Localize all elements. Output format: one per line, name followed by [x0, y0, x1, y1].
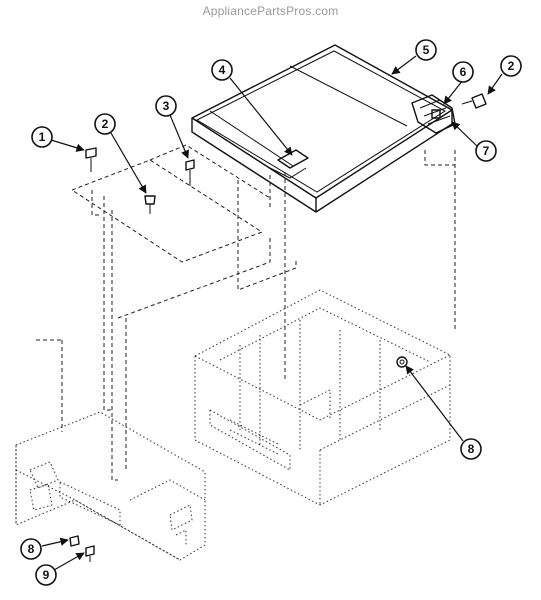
callout-label: 5: [423, 43, 430, 57]
control-plate: [70, 144, 271, 263]
callout-label: 2: [508, 59, 515, 73]
fastener-1: [85, 147, 97, 172]
callout-label: 7: [483, 144, 490, 158]
callout-6: 6: [452, 61, 474, 83]
callout-2-right: 2: [500, 55, 522, 77]
screw-right: [461, 93, 487, 109]
callout-label: 3: [163, 99, 170, 113]
callout-1: 1: [31, 126, 53, 148]
callout-label: 6: [460, 65, 467, 79]
fastener-3: [185, 159, 195, 186]
callout-5: 5: [415, 39, 437, 61]
screw-bottom: [85, 545, 95, 562]
callout-label: 1: [39, 130, 46, 144]
callout-label: 8: [468, 442, 475, 456]
front-panel: [15, 411, 206, 561]
callout-label: 2: [102, 117, 109, 131]
callout-8-right: 8: [460, 438, 482, 460]
guide-lines: [36, 150, 456, 481]
callout-9: 9: [35, 564, 57, 586]
nut-bottom: [69, 535, 80, 547]
callout-label: 9: [43, 568, 50, 582]
fastener-2: [144, 195, 156, 214]
callout-label: 4: [219, 63, 226, 77]
callout-leaders: [41, 55, 503, 571]
nut-right: [396, 356, 408, 368]
watermark-text: AppliancePartsPros.com: [202, 4, 339, 18]
callout-label: 8: [28, 542, 35, 556]
callout-4: 4: [211, 59, 233, 81]
callout-2-left: 2: [94, 113, 116, 135]
callout-7: 7: [475, 140, 497, 162]
cabinet-base: [194, 289, 451, 506]
callout-3: 3: [155, 95, 177, 117]
callout-8-bottom: 8: [20, 538, 42, 560]
